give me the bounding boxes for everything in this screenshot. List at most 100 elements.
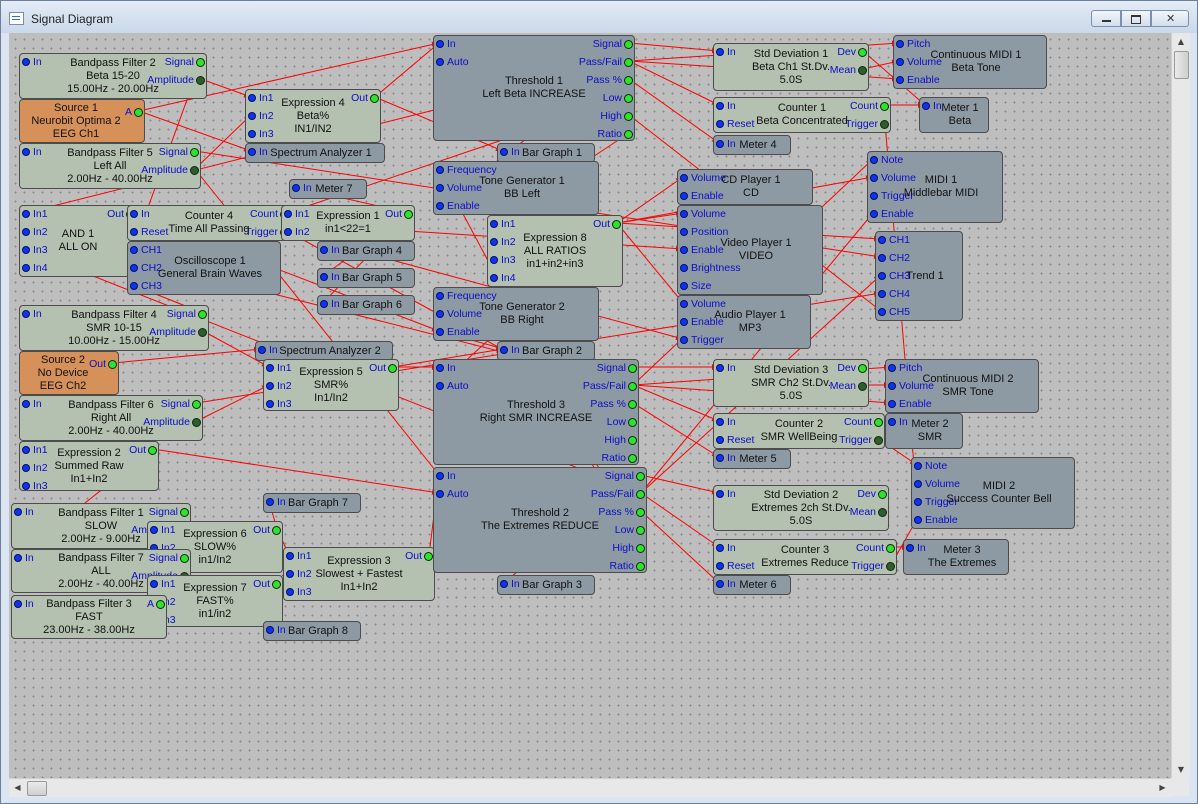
input-port[interactable]: CH5 bbox=[876, 306, 910, 318]
signal-connection[interactable] bbox=[640, 474, 720, 495]
output-port[interactable]: Pass/Fail bbox=[579, 56, 634, 68]
signal-connection[interactable] bbox=[112, 346, 262, 364]
output-port[interactable]: Ratio bbox=[609, 560, 646, 572]
input-port[interactable]: Reset bbox=[714, 434, 754, 446]
input-port[interactable]: In bbox=[264, 624, 286, 636]
signal-connection[interactable] bbox=[616, 211, 684, 224]
signal-connection[interactable] bbox=[632, 384, 720, 422]
input-port[interactable]: Reset bbox=[714, 118, 754, 130]
input-port[interactable]: Size bbox=[678, 280, 711, 292]
input-port[interactable]: In bbox=[246, 146, 268, 158]
output-port[interactable]: Pass % bbox=[590, 398, 638, 410]
input-port[interactable]: Auto bbox=[434, 488, 469, 500]
input-port[interactable]: In bbox=[12, 506, 34, 518]
scroll-up-arrow-icon[interactable]: ▲ bbox=[1177, 37, 1185, 46]
output-port[interactable]: Count bbox=[856, 542, 896, 554]
input-port[interactable]: In bbox=[920, 100, 942, 112]
input-port[interactable]: CH2 bbox=[876, 252, 910, 264]
vertical-scroll-thumb[interactable] bbox=[1174, 51, 1189, 79]
scroll-right-arrow-icon[interactable]: ▶ bbox=[1159, 783, 1166, 792]
input-port[interactable]: Brightness bbox=[678, 262, 741, 274]
input-port[interactable]: In4 bbox=[20, 262, 48, 274]
signal-connection[interactable] bbox=[632, 402, 720, 458]
input-port[interactable]: In bbox=[714, 488, 736, 500]
output-port[interactable]: Pass % bbox=[598, 506, 646, 518]
maximize-button[interactable] bbox=[1121, 10, 1151, 27]
output-port[interactable]: Out bbox=[253, 524, 282, 536]
input-port[interactable]: In bbox=[20, 146, 42, 158]
output-port[interactable]: Signal bbox=[149, 506, 190, 518]
input-port[interactable]: Reset bbox=[128, 226, 168, 238]
input-port[interactable]: In2 bbox=[20, 226, 48, 238]
input-port[interactable]: In1 bbox=[148, 524, 176, 536]
signal-connection[interactable] bbox=[616, 222, 684, 304]
signal-connection[interactable] bbox=[628, 60, 720, 106]
output-port[interactable]: Out bbox=[351, 92, 380, 104]
output-port[interactable]: Dev bbox=[837, 46, 868, 58]
input-port[interactable]: In3 bbox=[264, 398, 292, 410]
output-port[interactable]: Amplitude bbox=[141, 164, 200, 176]
output-port[interactable]: Out bbox=[369, 362, 398, 374]
input-port[interactable]: In bbox=[318, 298, 340, 310]
output-port[interactable]: Signal bbox=[597, 362, 638, 374]
input-port[interactable]: In bbox=[318, 244, 340, 256]
input-port[interactable]: Trigger bbox=[868, 190, 914, 202]
input-port[interactable]: In bbox=[498, 146, 520, 158]
scroll-left-arrow-icon[interactable]: ◀ bbox=[14, 783, 21, 792]
input-port[interactable]: In3 bbox=[284, 586, 312, 598]
signal-connection[interactable] bbox=[628, 78, 720, 144]
output-port[interactable]: Trigger bbox=[845, 118, 890, 130]
input-port[interactable]: In bbox=[714, 416, 736, 428]
signal-connection[interactable] bbox=[616, 176, 684, 224]
input-port[interactable]: In3 bbox=[246, 128, 274, 140]
output-port[interactable]: Amplitude bbox=[147, 74, 206, 86]
output-port[interactable]: Amplitude bbox=[143, 416, 202, 428]
input-port[interactable]: Enable bbox=[868, 208, 914, 220]
input-port[interactable]: Volume bbox=[912, 478, 960, 490]
input-port[interactable]: Volume bbox=[886, 380, 934, 392]
input-port[interactable]: Enable bbox=[678, 190, 724, 202]
output-port[interactable]: Low bbox=[607, 416, 638, 428]
input-port[interactable]: In1 bbox=[20, 444, 48, 456]
input-port[interactable]: CH1 bbox=[128, 244, 162, 256]
input-port[interactable]: In1 bbox=[284, 550, 312, 562]
input-port[interactable]: CH2 bbox=[128, 262, 162, 274]
input-port[interactable]: Volume bbox=[678, 208, 726, 220]
input-port[interactable]: In bbox=[256, 344, 278, 356]
output-port[interactable]: Mean bbox=[830, 64, 868, 76]
input-port[interactable]: In bbox=[264, 496, 286, 508]
output-port[interactable]: Mean bbox=[830, 380, 868, 392]
input-port[interactable]: Volume bbox=[678, 172, 726, 184]
vertical-scrollbar[interactable]: ▲ ▼ bbox=[1171, 33, 1190, 778]
output-port[interactable]: Signal bbox=[593, 38, 634, 50]
input-port[interactable]: In1 bbox=[488, 218, 516, 230]
input-port[interactable]: Frequency bbox=[434, 290, 497, 302]
input-port[interactable]: Enable bbox=[912, 514, 958, 526]
